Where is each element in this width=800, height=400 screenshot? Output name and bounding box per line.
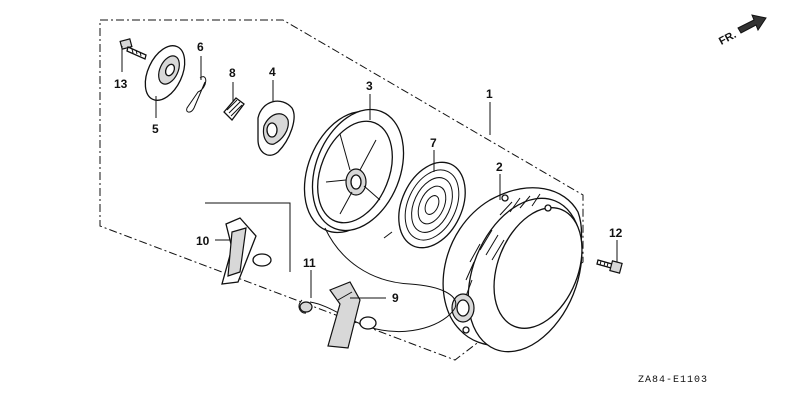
label-3: 3 — [366, 79, 373, 93]
direction-label: FR. — [717, 29, 738, 48]
part-7-spring — [383, 161, 466, 249]
label-2: 2 — [496, 160, 503, 174]
diagram-code: ZA84-E1103 — [638, 375, 708, 386]
part-8-spring — [223, 97, 245, 121]
leader-lines — [121, 46, 618, 299]
assembly-boundary — [99, 19, 584, 361]
label-5: 5 — [152, 122, 159, 136]
part-11-rope-end — [299, 301, 313, 313]
label-9: 9 — [392, 291, 399, 305]
part-13-bolt — [119, 38, 147, 60]
label-7: 7 — [430, 136, 437, 150]
part-3-reel — [303, 108, 405, 234]
part-4-ratchet — [257, 100, 295, 156]
part-10-handle — [221, 217, 272, 285]
part-labels: 13 5 6 8 4 3 1 7 2 12 10 11 9 — [114, 40, 623, 305]
starter-rope — [309, 227, 457, 332]
label-11: 11 — [303, 256, 316, 270]
direction-arrow-icon — [737, 14, 767, 34]
handle-group-bracket — [205, 202, 291, 272]
part-2-starter-case — [442, 187, 583, 353]
part-5-pulley-cap — [144, 45, 186, 101]
label-12: 12 — [609, 226, 623, 240]
part-6-clip — [186, 76, 207, 113]
label-8: 8 — [229, 66, 236, 80]
label-1: 1 — [486, 87, 493, 101]
part-12-bolt — [596, 259, 623, 274]
label-4: 4 — [269, 65, 276, 79]
label-13: 13 — [114, 77, 128, 91]
label-6: 6 — [197, 40, 204, 54]
front-direction-indicator: FR. — [717, 14, 767, 48]
label-10: 10 — [196, 234, 210, 248]
